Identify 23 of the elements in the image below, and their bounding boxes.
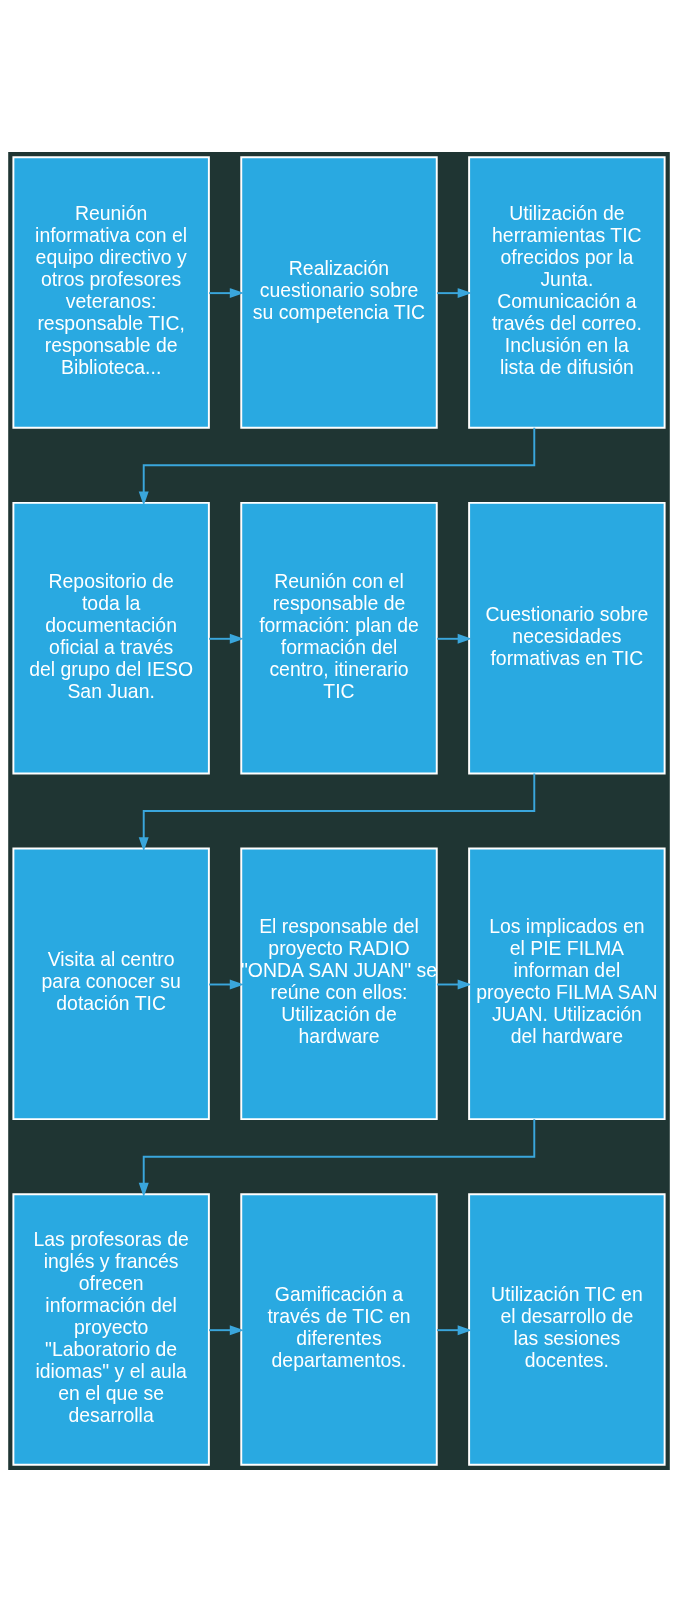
arrow <box>138 426 536 506</box>
node-box: Utilización de herramientas TIC ofrecidos por la Junta. Comunicación a través del correo. Inclusión en la lista de difusión <box>468 155 666 429</box>
node-box: Gamificación a través de TIC en diferentes departamentos. <box>240 1192 438 1466</box>
arrow <box>138 772 536 851</box>
node-box: Reunión informativa con el equipo directivo y otros profesores veteranos: responsable TIC, responsable de Biblioteca... <box>12 155 210 429</box>
arrow <box>208 979 245 989</box>
arrow <box>208 287 245 298</box>
arrow <box>138 1117 536 1197</box>
node-box: Visita al centro para conocer su dotación TIC <box>12 847 210 1120</box>
node-box: Cuestionario sobre necesidades formativas en TIC <box>468 501 666 774</box>
arrow <box>208 1324 245 1335</box>
node-box: Utilización TIC en el desarrollo de las sesiones docentes. <box>468 1192 666 1466</box>
arrow <box>436 287 472 298</box>
node-box: Los implicados en el PIE FILMA informan del proyecto FILMA SAN JUAN. Utilización del hardware <box>468 847 666 1120</box>
arrow <box>436 1324 472 1335</box>
node-box: Reunión con el responsable de formación: plan de formación del centro, itinerario TIC <box>240 501 438 774</box>
arrow <box>208 633 245 644</box>
node-box: Repositorio de toda la documentación oficial a través del grupo del IESO San Juan. <box>12 501 210 774</box>
arrow <box>436 979 472 989</box>
node-box: El responsable del proyecto RADIO "ONDA SAN JUAN" se reúne con ellos: Utilización de hardware <box>240 847 438 1120</box>
node-box: Realización cuestionario sobre su competencia TIC <box>240 155 438 429</box>
node-box: Las profesoras de inglés y francés ofrecen información del proyecto "Laboratorio de idiomas" y el aula en el que se desarrolla <box>12 1192 210 1466</box>
arrow <box>436 633 472 644</box>
